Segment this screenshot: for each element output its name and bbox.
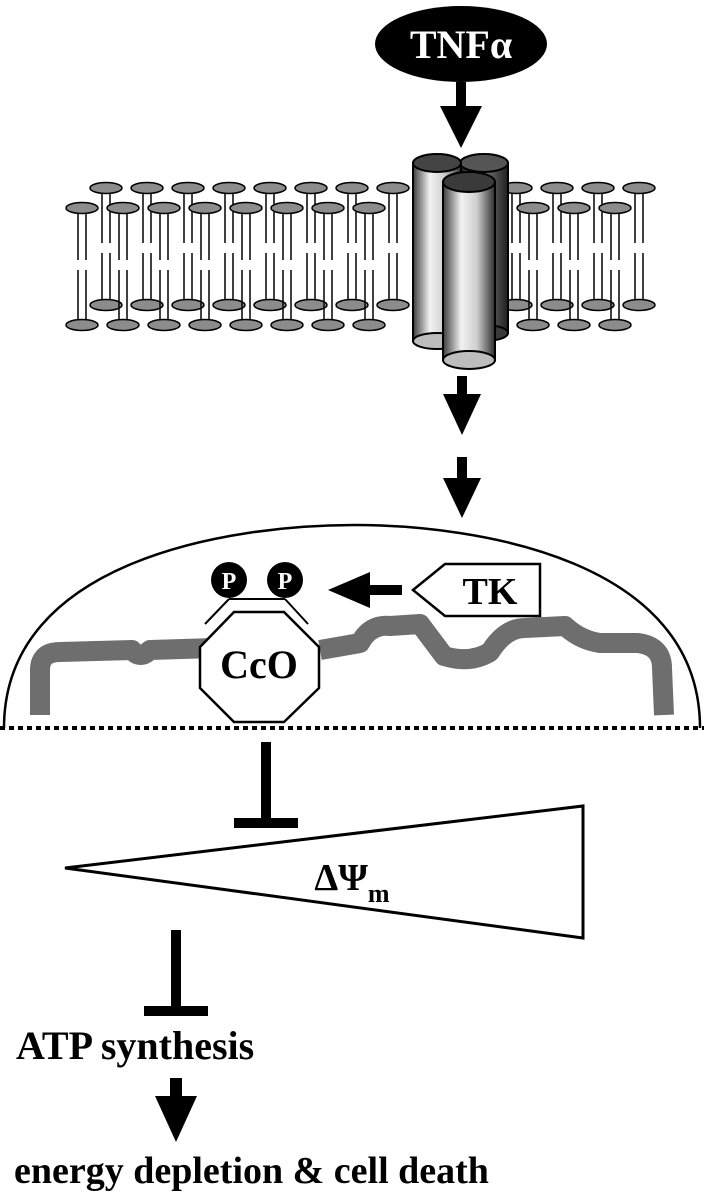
tnf-alpha-ligand: TNFα (375, 6, 547, 82)
lipid-head (212, 181, 246, 195)
lipid-head (147, 318, 181, 332)
lipid-head (270, 318, 304, 332)
potential-subscript: m (368, 879, 390, 908)
lipid-head (352, 201, 386, 215)
lipid-head (352, 318, 386, 332)
arrow-receptor-down-1 (443, 376, 481, 435)
lipid-head (557, 201, 591, 215)
ligand-label: TNFα (410, 22, 512, 67)
potential-triangle (64, 804, 585, 940)
lipid-head (311, 201, 345, 215)
lipid-head (212, 298, 246, 312)
inhibit-potential-to-atp (144, 930, 208, 1016)
phosphate-right-label: P (278, 569, 293, 595)
lipid-head (376, 298, 410, 312)
lipid-head (294, 298, 328, 312)
lipid-head (253, 181, 287, 195)
lipid-head (581, 181, 615, 195)
inhibit-cco-to-potential (234, 742, 298, 828)
plasma-membrane-bilayer (65, 181, 656, 332)
lipid-head (516, 201, 550, 215)
lipid-head (130, 298, 164, 312)
lipid-head (622, 298, 656, 312)
outcome-label: energy depletion & cell death (14, 1150, 489, 1192)
lipid-head (335, 181, 369, 195)
lipid-head (557, 318, 591, 332)
arrow-receptor-down-2 (443, 457, 481, 518)
lipid-head (89, 181, 123, 195)
lipid-head (335, 298, 369, 312)
lipid-head (622, 181, 656, 195)
lipid-head (229, 318, 263, 332)
lipid-head (106, 318, 140, 332)
tk-pentagon (411, 562, 542, 618)
lipid-head (253, 298, 287, 312)
phosphate-right: P (267, 562, 303, 598)
phosphate-left: P (211, 562, 247, 598)
lipid-head (229, 201, 263, 215)
lipid-head (188, 318, 222, 332)
membrane-potential-wedge: ΔΨm (64, 804, 585, 940)
lipid-head (598, 318, 632, 332)
phosphate-left-label: P (222, 569, 237, 595)
cco-octagon (198, 610, 321, 724)
lipid-head (270, 201, 304, 215)
tk-kinase: TK (411, 562, 542, 618)
lipid-head (65, 318, 99, 332)
lipid-head (376, 181, 410, 195)
mitochondrion-outer-membrane (2, 523, 702, 729)
lipid-head (311, 318, 345, 332)
lipid-head (171, 181, 205, 195)
ligand-oval (375, 6, 547, 82)
cco-enzyme: CcO P P (198, 562, 321, 724)
lipid-head (540, 181, 574, 195)
lipid-head (89, 298, 123, 312)
tk-label: TK (463, 571, 518, 613)
potential-symbol: ΔΨm (314, 857, 389, 908)
lipid-head (171, 298, 205, 312)
cco-label: CcO (220, 642, 298, 687)
lipid-head (188, 201, 222, 215)
lipid-head (581, 298, 615, 312)
lipid-head (130, 181, 164, 195)
arrow-tk-to-cco (328, 572, 402, 608)
atp-synthesis-label: ATP synthesis (16, 1023, 254, 1068)
lipid-head (598, 201, 632, 215)
lipid-head (516, 318, 550, 332)
arrow-ligand-to-receptor (440, 82, 482, 148)
lipid-head (147, 201, 181, 215)
lipid-head (65, 201, 99, 215)
lipid-head (294, 181, 328, 195)
arrow-atp-to-outcome (155, 1078, 197, 1142)
lipid-head (540, 298, 574, 312)
lipid-head (106, 201, 140, 215)
mitochondrion-inner-membrane (30, 614, 674, 716)
tnf-receptor (412, 153, 509, 370)
